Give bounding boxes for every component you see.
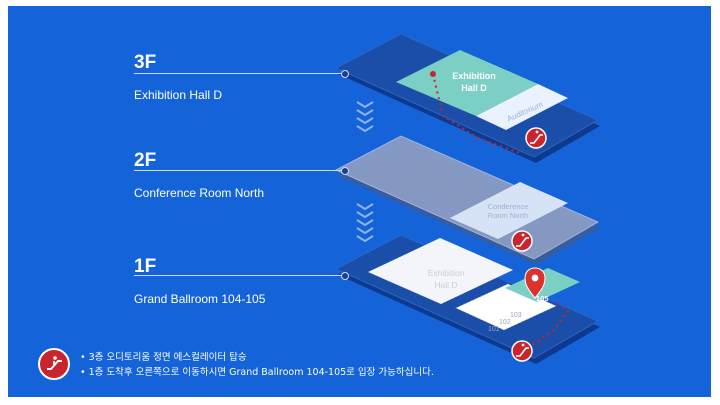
leader-line-3f xyxy=(134,73,344,74)
location-pin-icon xyxy=(524,267,546,299)
room-103-label: 103 xyxy=(510,312,522,319)
floor-plan-diagram: Exhibition Hall D Auditorium Conderence xyxy=(334,33,600,364)
route-start-dot xyxy=(430,71,436,77)
leader-line-2f xyxy=(134,170,344,171)
chevron-down-icon xyxy=(356,101,374,133)
leader-line-1f xyxy=(134,275,344,276)
legend-item: • 3층 오디토리움 정면 에스컬레이터 탑승 xyxy=(80,352,247,363)
floor-name-3f: Exhibition Hall D xyxy=(134,88,223,102)
floor-3f-plate: Exhibition Hall D Auditorium xyxy=(334,33,600,163)
conf-label-line1: Conderence xyxy=(488,202,529,211)
route-path-3f xyxy=(432,73,524,155)
hall-label-1f-line2: Hall D xyxy=(434,280,457,290)
hall-label-1f-line1: Exhibition xyxy=(428,268,465,278)
floor-name-2f: Conference Room North xyxy=(134,186,265,200)
route-path-1f xyxy=(527,301,570,349)
floor-label-3f: 3F Exhibition Hall D xyxy=(134,52,222,103)
floor-label-1f: 1F Grand Ballroom 104-105 xyxy=(134,256,265,307)
exhibition-hall-d-1f xyxy=(368,238,513,304)
floor-2f-plate: Conderence Room North xyxy=(334,135,600,265)
room-101-label: 101 xyxy=(488,326,500,333)
leader-dot-3f xyxy=(341,70,349,78)
hall-label-3f-line1: Exhibition xyxy=(452,71,496,81)
floor-label-2f: 2F Conference Room North xyxy=(134,150,264,201)
chevron-down-icon xyxy=(356,203,374,243)
room-105-label: 105 xyxy=(536,294,549,303)
leader-dot-2f xyxy=(341,167,349,175)
escalator-icon xyxy=(525,127,547,149)
room-104-label: 104 xyxy=(523,302,536,311)
floor-number-1f: 1F xyxy=(134,256,157,277)
escalator-icon xyxy=(511,340,533,362)
auditorium-room xyxy=(476,84,568,130)
floor-number-3f: 3F xyxy=(134,52,157,73)
hall-label-3f-line2: Hall D xyxy=(461,83,487,93)
escalator-icon xyxy=(38,348,70,380)
conf-label-line2: Room North xyxy=(488,211,528,220)
room-102-label: 102 xyxy=(499,319,511,326)
leader-dot-1f xyxy=(341,272,349,280)
escalator-icon xyxy=(511,230,533,252)
conference-room-north xyxy=(450,182,568,239)
legend-item: • 1층 도착후 오른쪽으로 이동하시면 Grand Ballroom 104-… xyxy=(80,367,434,378)
floor-1f-plate: Exhibition Hall D 101 102 103 104 105 xyxy=(334,234,600,364)
floor-guide-canvas: Exhibition Hall D Auditorium Conderence xyxy=(8,6,711,397)
floor-name-1f: Grand Ballroom 104-105 xyxy=(134,292,266,306)
floor-number-2f: 2F xyxy=(134,150,157,171)
exhibition-hall-d-3f xyxy=(396,50,538,116)
legend-notes: • 3층 오디토리움 정면 에스컬레이터 탑승 • 1층 도착후 오른쪽으로 이… xyxy=(80,350,434,380)
